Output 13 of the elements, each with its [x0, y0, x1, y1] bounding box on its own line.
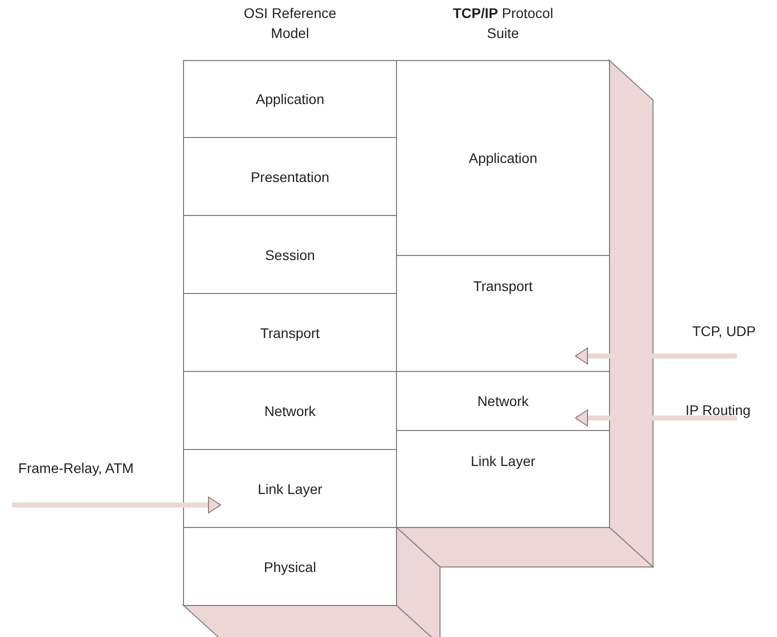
arrow	[12, 496, 221, 514]
protocol-label: Frame-Relay, ATM	[6, 444, 146, 492]
layer-box: Link Layer	[183, 449, 397, 528]
layer-box: Link Layer	[396, 430, 610, 528]
protocol-label: TCP, UDP	[672, 318, 776, 344]
layer-box: Application	[183, 60, 397, 138]
protocol-label: IP Routing	[660, 397, 776, 423]
arrow	[575, 410, 737, 426]
column-heading: OSI Reference Model	[242, 4, 338, 43]
column-heading: TCP/IP Protocol Suite	[452, 4, 554, 43]
layer-box: Application	[396, 60, 610, 256]
layer-box: Physical	[183, 527, 397, 606]
arrow	[575, 348, 737, 364]
